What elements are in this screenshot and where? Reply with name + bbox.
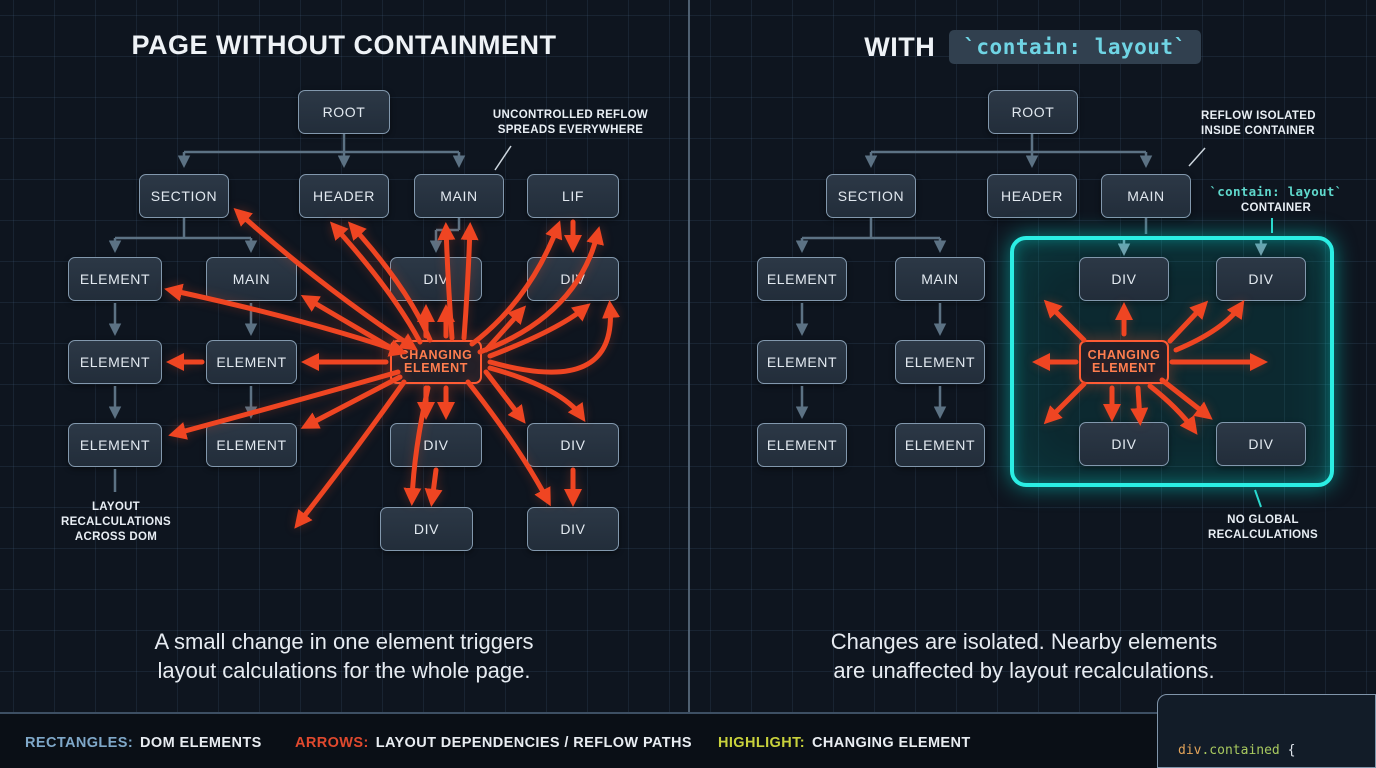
node-element: ELEMENT [895, 423, 985, 467]
node-header-left: HEADER [299, 174, 389, 218]
code-line-1: div.contained { [1178, 743, 1296, 758]
node-root-right: ROOT [988, 90, 1078, 134]
annotation-reflow-isolated: REFLOW ISOLATED INSIDE CONTAINER [1201, 110, 1316, 138]
node-header-right: HEADER [987, 174, 1077, 218]
legend-rectangles: RECTANGLES:DOM ELEMENTS [25, 735, 262, 751]
node-div: DIV [1079, 257, 1169, 301]
node-main-right: MAIN [1101, 174, 1191, 218]
node-div: DIV [390, 423, 482, 467]
node-root-left: ROOT [298, 90, 390, 134]
right-panel-title: WITH `contain: layout` [689, 30, 1376, 64]
contain-layout-chip: `contain: layout` [949, 30, 1201, 64]
node-section-left: SECTION [139, 174, 229, 218]
left-panel-caption: A small change in one element triggers l… [154, 629, 534, 684]
css-code-snippet: div.contained { contain: layout; } [1157, 694, 1376, 768]
node-element: ELEMENT [68, 257, 162, 301]
node-div: DIV [390, 257, 482, 301]
node-div: DIV [527, 257, 619, 301]
annotation-container-label: `contain: layout` CONTAINER [1209, 184, 1343, 214]
right-title-prefix: WITH [864, 31, 936, 62]
node-div: DIV [380, 507, 473, 551]
panel-divider [688, 0, 690, 712]
node-element: ELEMENT [68, 340, 162, 384]
node-main-left: MAIN [414, 174, 504, 218]
node-changing-element-left: CHANGING ELEMENT [390, 340, 482, 384]
node-element: ELEMENT [757, 257, 847, 301]
annotation-no-global-recalculations: NO GLOBAL RECALCULATIONS [1207, 514, 1319, 542]
node-main-sub-right: MAIN [895, 257, 985, 301]
node-element: ELEMENT [895, 340, 985, 384]
node-div: DIV [1216, 422, 1306, 466]
node-main-sub-left: MAIN [206, 257, 297, 301]
node-element: ELEMENT [757, 340, 847, 384]
legend-arrows: ARROWS:LAYOUT DEPENDENCIES / REFLOW PATH… [295, 735, 692, 751]
node-lif-left: LIF [527, 174, 619, 218]
annotation-layout-recalculations: LAYOUT RECALCULATIONS ACROSS DOM [60, 501, 172, 544]
node-changing-element-right: CHANGING ELEMENT [1079, 340, 1169, 384]
node-div: DIV [527, 423, 619, 467]
legend-bar: RECTANGLES:DOM ELEMENTS ARROWS:LAYOUT DE… [0, 712, 1376, 768]
node-div: DIV [1079, 422, 1169, 466]
node-div: DIV [527, 507, 619, 551]
node-element: ELEMENT [206, 423, 297, 467]
node-element: ELEMENT [757, 423, 847, 467]
node-element: ELEMENT [68, 423, 162, 467]
right-panel-caption: Changes are isolated. Nearby elements ar… [830, 629, 1218, 684]
legend-highlight: HIGHLIGHT:CHANGING ELEMENT [718, 735, 971, 751]
node-section-right: SECTION [826, 174, 916, 218]
node-element: ELEMENT [206, 340, 297, 384]
annotation-uncontrolled-reflow: UNCONTROLLED REFLOW SPREADS EVERYWHERE [492, 109, 649, 137]
left-panel-title: PAGE WITHOUT CONTAINMENT [131, 30, 557, 60]
node-div: DIV [1216, 257, 1306, 301]
